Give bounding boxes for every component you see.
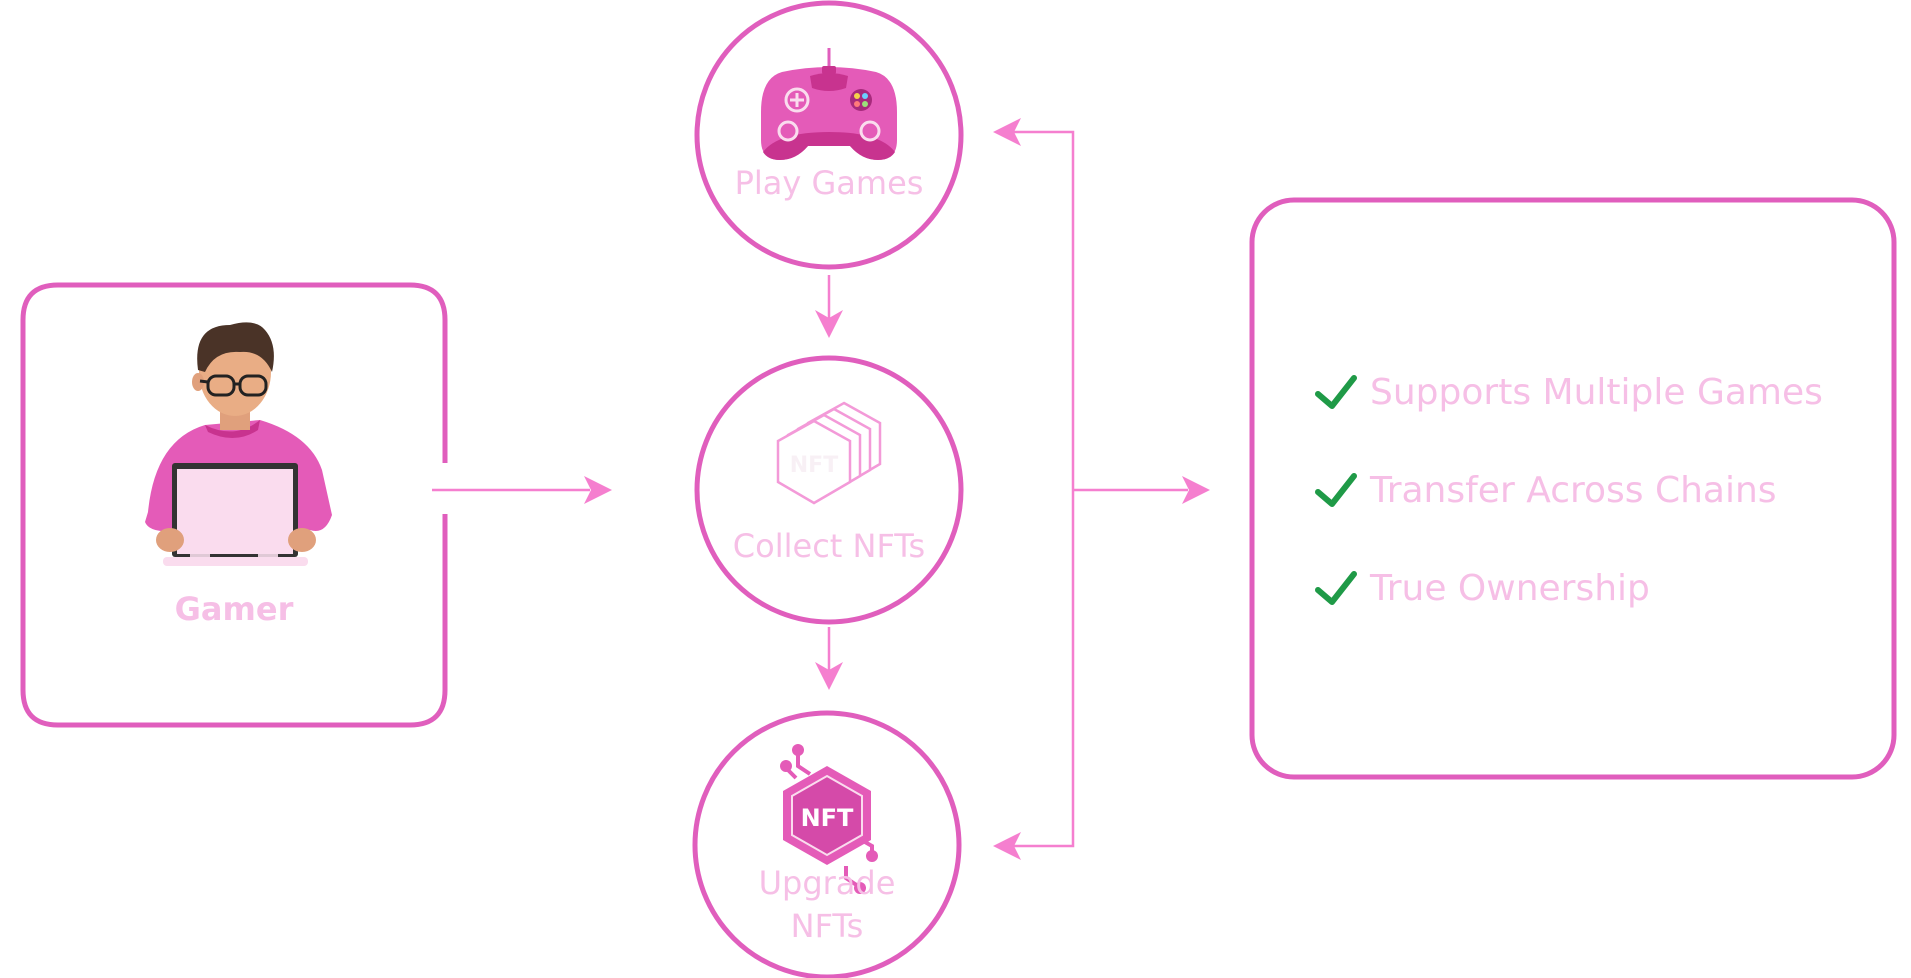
feature-label: True Ownership (1369, 568, 1650, 609)
step-circle (694, 355, 964, 625)
nft-chip-icon: NFT (780, 744, 878, 894)
step-label-play-games: Play Games (735, 164, 924, 202)
feature-item: True Ownership (1315, 568, 1650, 609)
arrowhead-collect-to-upgrade (815, 662, 843, 690)
nft-stack-text: NFT (790, 453, 838, 478)
gamer-with-laptop-icon (145, 322, 332, 566)
arrowhead-gamer-to-collect (584, 476, 612, 504)
step-label-upgrade-line1: Upgrade (759, 864, 896, 902)
arrowhead-to-upgrade (993, 832, 1021, 860)
step-label-collect-nfts: Collect NFTs (733, 527, 925, 565)
feature-item: Supports Multiple Games (1315, 372, 1823, 413)
feature-item: Transfer Across Chains (1315, 470, 1777, 511)
feature-label: Supports Multiple Games (1370, 372, 1823, 413)
checkmark-icon (1315, 375, 1357, 409)
bracket-loop (1012, 130, 1075, 848)
step-collect-nfts: NFT Collect NFTs (694, 355, 964, 625)
arrowhead-play-to-collect (815, 310, 843, 338)
step-upgrade-nfts: NFT Upgrade NFTs (692, 710, 962, 978)
feature-label: Transfer Across Chains (1369, 470, 1777, 511)
features-box-frame (1249, 197, 1897, 780)
step-circle (692, 710, 962, 978)
connectors (432, 118, 1210, 860)
features-box: Supports Multiple Games Transfer Across … (1249, 197, 1897, 780)
checkmark-icon (1315, 571, 1357, 605)
nft-stack-icon: NFT (776, 401, 882, 505)
step-circle (694, 0, 964, 270)
step-label-upgrade-line2: NFTs (791, 907, 864, 945)
checkmark-icon (1315, 473, 1357, 507)
gamer-box: Gamer (20, 282, 450, 728)
gamepad-icon (761, 48, 897, 160)
arrowhead-to-play (993, 118, 1021, 146)
step-play-games: Play Games (694, 0, 964, 270)
gamer-label: Gamer (175, 590, 294, 628)
arrowhead-to-features (1182, 476, 1210, 504)
nft-chip-text: NFT (801, 804, 854, 832)
